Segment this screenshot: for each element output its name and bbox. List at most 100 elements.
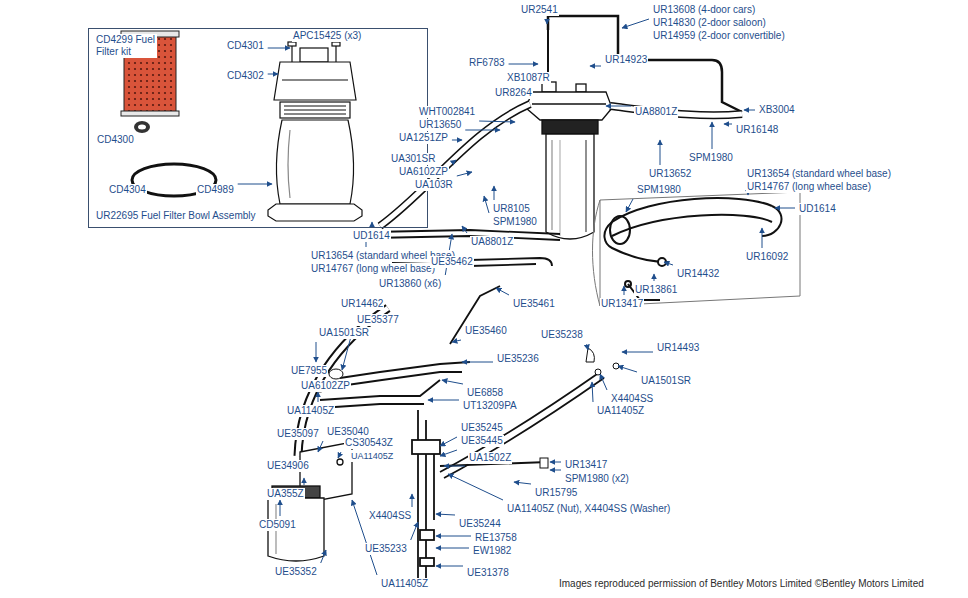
part-number: UA8801Z <box>470 236 514 248</box>
leader-line <box>442 380 463 384</box>
part-number: UA11405Z <box>380 578 429 590</box>
part-number: UE35462 <box>430 256 474 268</box>
part-number: UA103R <box>414 179 454 191</box>
leader-line <box>744 110 755 111</box>
part-number: UE35461 <box>512 298 556 310</box>
part-number: X4404SS <box>368 510 412 522</box>
leader-line <box>444 466 465 467</box>
leader-line <box>622 352 653 353</box>
leader-line <box>238 184 272 185</box>
leader-line <box>440 450 457 456</box>
part-number: UE35245 <box>460 422 504 434</box>
leader-line <box>268 74 278 75</box>
tank-pipes <box>604 198 781 300</box>
part-number: UE35445 <box>460 435 504 447</box>
part-number: UA6102ZP <box>398 166 449 178</box>
leader-line <box>436 548 469 549</box>
part-number: UR13861 <box>634 284 678 296</box>
part-number: UR13860 (x6) <box>378 278 442 290</box>
leader-line <box>592 382 593 402</box>
leader-line <box>494 186 495 200</box>
part-number: XB1087R <box>506 72 551 84</box>
part-number: UR14767 (long wheel base) <box>746 181 872 193</box>
part-number: UR14493 <box>656 342 700 354</box>
leader-line <box>338 452 341 458</box>
leader-line <box>660 140 661 165</box>
leader-line <box>606 106 631 107</box>
part-number: UR2541 <box>520 4 559 16</box>
part-number: UR8264 <box>494 87 533 99</box>
part-number: APC15425 (x3) <box>292 30 362 42</box>
leader-line <box>457 172 472 176</box>
part-number: UR16148 <box>735 124 779 136</box>
leader-line <box>428 400 459 401</box>
leader-line <box>372 222 373 227</box>
part-number: UR13650 <box>418 119 462 131</box>
leader-line <box>436 536 471 537</box>
leader-line <box>316 342 317 362</box>
part-number: UA11405Z <box>596 405 645 417</box>
part-number: UE34906 <box>266 460 310 472</box>
part-number: UR14462 <box>340 298 384 310</box>
kit-caption: CD4299 Fuel Filter kit <box>95 34 157 58</box>
leader-line <box>514 482 531 484</box>
leader-line <box>624 286 625 295</box>
leader-line <box>654 274 655 281</box>
part-number: UA355Z <box>266 488 305 500</box>
leader-line <box>762 228 763 248</box>
part-number: SPM1980 (x2) <box>564 473 630 485</box>
leader-line <box>626 199 633 212</box>
leader-line <box>412 494 413 507</box>
part-number: UE35233 <box>364 543 408 555</box>
leader-line <box>452 160 456 163</box>
filter-head <box>274 42 356 100</box>
part-number: UA8801Z <box>634 106 678 118</box>
part-number: UA1502Z <box>468 452 512 464</box>
leader-line <box>618 366 637 372</box>
leader-line <box>462 362 493 363</box>
part-number: UE35460 <box>464 325 508 337</box>
part-number: UR13417 <box>564 459 608 471</box>
assembly-caption: UR22695 Fuel Filter Bowl Assembly <box>95 210 257 222</box>
part-number: CD5091 <box>258 519 297 531</box>
leader-line <box>280 500 281 516</box>
part-number: UD1614 <box>798 203 837 215</box>
leader-line <box>590 66 601 67</box>
leader-line <box>304 478 305 485</box>
leader-line <box>321 550 326 563</box>
part-number: UE35236 <box>496 353 540 365</box>
leader-line <box>724 124 732 125</box>
part-number: UR13654 (standard wheel base) <box>746 168 892 180</box>
part-number: CD4301 <box>226 40 265 52</box>
leader-line <box>436 514 455 515</box>
tank-outline <box>593 192 801 306</box>
leader-line <box>479 121 515 122</box>
leader-line <box>318 392 319 402</box>
part-number: UE35238 <box>540 329 584 341</box>
leader-line <box>484 196 489 213</box>
part-number: CD4989 <box>196 184 235 196</box>
leader-line <box>465 130 500 131</box>
part-number: RF6783 <box>468 57 506 69</box>
part-number: CD4304 <box>108 184 147 196</box>
leader-line <box>775 208 795 209</box>
part-number: SPM1980 <box>636 184 682 196</box>
leader-line <box>664 262 673 265</box>
part-number: UA1251ZP <box>398 132 449 144</box>
leader-line <box>268 48 290 49</box>
part-number: UA6102ZP <box>300 380 351 392</box>
part-number: UE35377 <box>356 314 400 326</box>
fuel-hose <box>380 104 742 226</box>
part-number: UR15795 <box>534 487 578 499</box>
part-number: UE31378 <box>466 567 510 579</box>
part-number: EW1982 <box>472 545 512 557</box>
part-number: WHT002841 <box>418 106 476 118</box>
main-fuel-filter <box>526 82 612 239</box>
part-number: UE7955 <box>290 365 328 377</box>
part-number: UR13417 <box>600 298 644 310</box>
part-number: UE35244 <box>458 518 502 530</box>
part-number: UA11405Z <box>350 450 394 462</box>
